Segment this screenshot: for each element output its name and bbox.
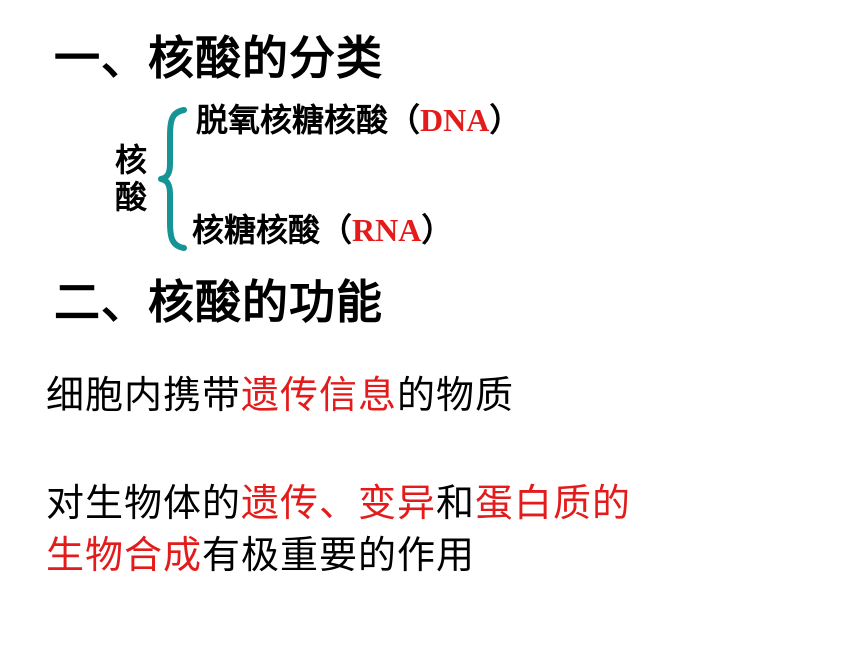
function-line-2-highlight-b: 蛋白质的 (475, 481, 632, 525)
function-line-1-text-a: 细胞内携带 (46, 373, 242, 417)
branch-rna-close: ） (421, 211, 454, 249)
branch-dna-name: 脱氧核糖核酸 (196, 101, 389, 139)
function-line-2-text-a: 对生物体的 (46, 481, 242, 525)
function-line-1: 细胞内携带遗传信息的物质 (46, 371, 514, 419)
branch-rna-abbr: RNA (352, 212, 422, 248)
function-line-3: 生物合成有极重要的作用 (46, 531, 475, 579)
label-char-1: 核 (114, 141, 147, 179)
branch-dna-abbr: DNA (420, 102, 490, 138)
label-char-2: 酸 (114, 178, 147, 216)
branch-dna: 脱氧核糖核酸（DNA） (196, 100, 521, 140)
branch-dna-close: ） (489, 101, 522, 139)
function-line-2-text-b: 和 (436, 481, 476, 525)
section-heading-classification: 一、核酸的分类 (54, 31, 383, 85)
nucleic-acid-label: 核 酸 (113, 142, 149, 216)
section-heading-function: 二、核酸的功能 (54, 275, 383, 329)
curly-brace-icon (158, 107, 187, 251)
function-line-3-highlight: 生物合成 (46, 533, 203, 577)
function-line-2-highlight-a: 遗传、变异 (241, 481, 437, 525)
function-line-3-text: 有极重要的作用 (202, 533, 476, 577)
function-line-2: 对生物体的遗传、变异和蛋白质的 (46, 479, 631, 527)
branch-rna: 核糖核酸（RNA） (192, 210, 453, 250)
function-line-1-text-b: 的物质 (397, 373, 515, 417)
branch-dna-open: （ (388, 101, 421, 139)
function-line-1-highlight: 遗传信息 (241, 373, 398, 417)
branch-rna-name: 核糖核酸 (192, 211, 321, 249)
branch-rna-open: （ (320, 211, 353, 249)
